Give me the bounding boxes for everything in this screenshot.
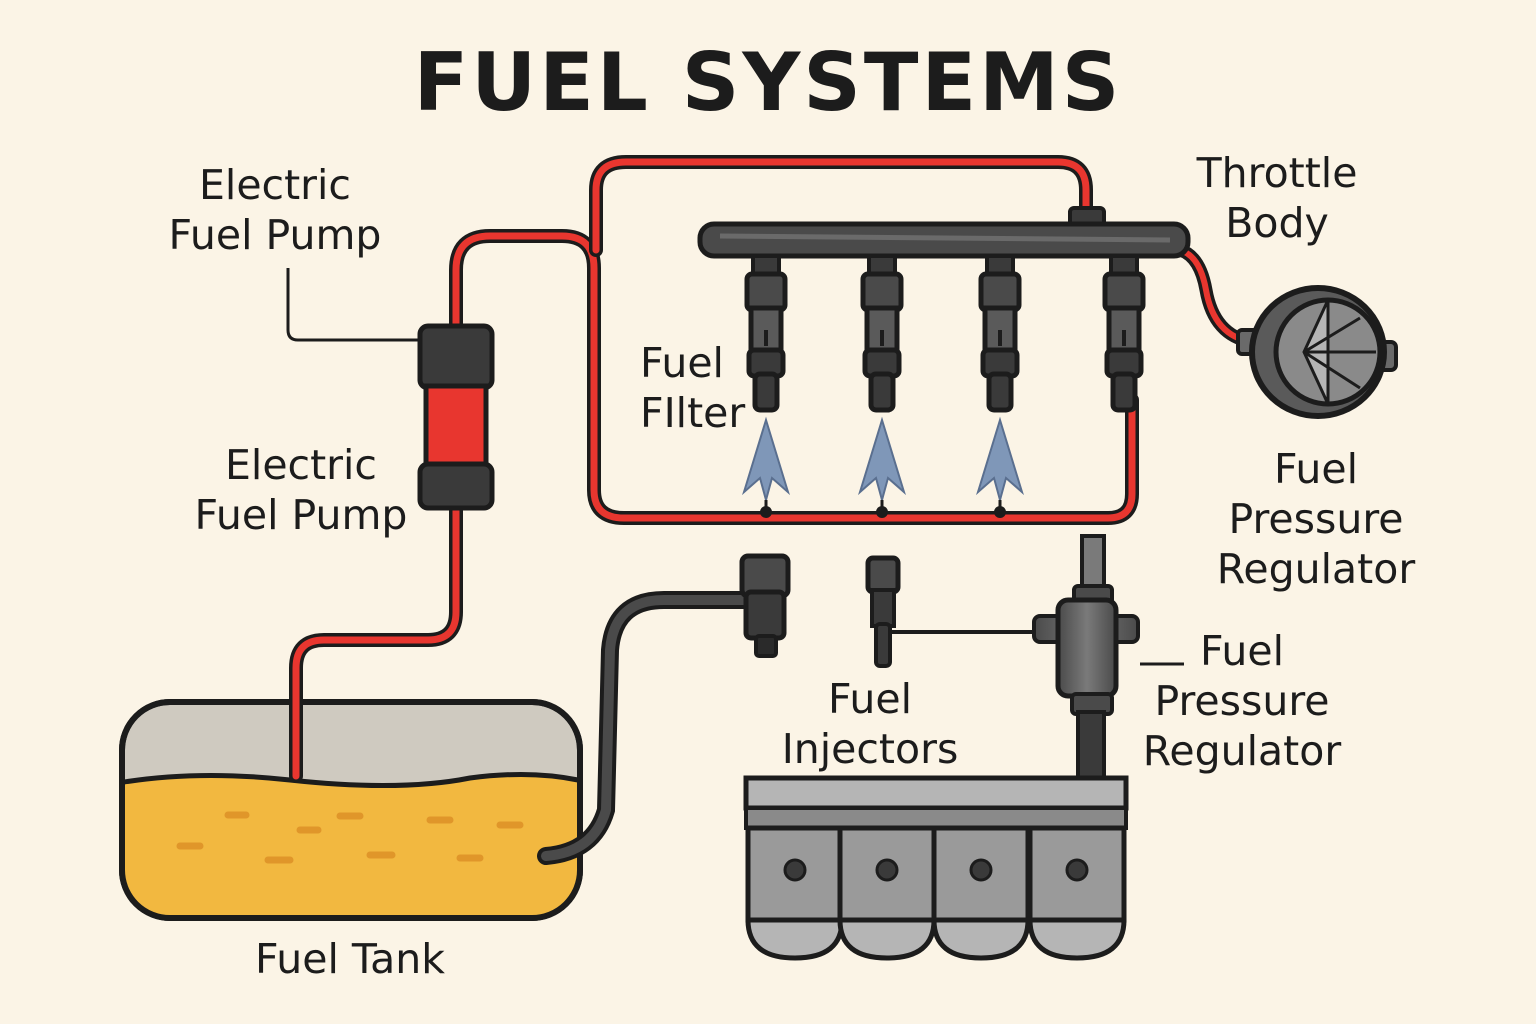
throttle-body — [1236, 285, 1398, 419]
injector — [978, 254, 1022, 413]
cylinder — [931, 825, 1031, 961]
fuel-rail — [697, 206, 1191, 259]
fuel-injectors-label: Fuel Injectors — [781, 675, 959, 773]
injector — [1102, 254, 1146, 413]
throttle-body-label: Throttle Body — [1196, 149, 1358, 247]
connector — [739, 553, 791, 658]
fuel-pressure-regulator-label-2: Fuel Pressure Regulator — [1142, 627, 1342, 775]
sensor — [865, 555, 901, 668]
diagram-title: FUEL SYSTEMS — [413, 36, 1123, 129]
injector — [744, 254, 788, 413]
electric-fuel-pump — [286, 268, 495, 511]
electric-fuel-pump-label: Electric Fuel Pump — [168, 161, 382, 259]
spray-arrow — [976, 416, 1024, 518]
cylinder — [1027, 825, 1127, 961]
fuel-injectors — [744, 254, 1146, 413]
cylinder — [745, 825, 845, 961]
cylinder — [837, 825, 937, 961]
spray-arrow — [858, 416, 906, 518]
fuel-tank-label: Fuel Tank — [254, 935, 446, 983]
return-line — [537, 591, 757, 865]
fuel-filter-label: Fuel FIlter — [640, 339, 746, 437]
fuel-pressure-regulator-label: Fuel Pressure Regulator — [1216, 445, 1416, 593]
engine-block — [743, 775, 1129, 961]
electric-fuel-pump-label-2: Electric Fuel Pump — [194, 441, 408, 539]
spray-arrow — [742, 416, 790, 518]
injector — [860, 254, 904, 413]
pressure-regulator — [892, 534, 1184, 784]
fuel-tank — [119, 699, 583, 921]
spray-arrows — [742, 416, 1024, 518]
